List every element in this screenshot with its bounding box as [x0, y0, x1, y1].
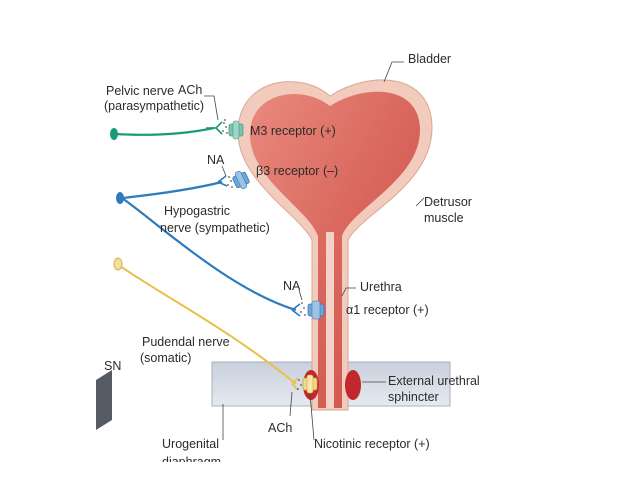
label-sphincter: sphincter — [388, 390, 439, 404]
leader-bladder — [383, 61, 404, 83]
label-urogenital: Urogenital — [162, 437, 219, 451]
na-vesicles-top — [227, 176, 233, 188]
label-b3-receptor: β3 receptor (–) — [256, 164, 338, 178]
pelvic-nerve-terminal — [206, 121, 223, 135]
label-pudendal-type: (somatic) — [140, 351, 191, 365]
pelvic-nerve — [115, 126, 215, 136]
nicotinic-receptor-icon — [302, 374, 318, 394]
leader-nicotinic — [309, 393, 315, 441]
b3-receptor-icon — [232, 170, 250, 190]
hypogastric-nerve-branch-urethra — [121, 197, 297, 312]
m3-receptor-icon — [228, 120, 244, 140]
hypogastric-nerve-soma — [116, 192, 124, 204]
pudendal-nerve — [119, 265, 297, 385]
label-external-sphincter: External urethral — [388, 374, 480, 388]
ach-vesicles-top — [222, 119, 228, 134]
label-na-mid: NA — [283, 279, 301, 293]
na-vesicles-mid — [300, 302, 306, 316]
pudendal-terminal — [291, 377, 299, 391]
label-nicotinic-receptor: Nicotinic receptor (+) — [314, 437, 430, 451]
leader-detrusor — [415, 197, 425, 207]
bottom-crop-mask — [150, 462, 270, 478]
bladder-body — [249, 91, 420, 408]
external-sphincter-right — [345, 370, 361, 400]
label-pelvic-nerve-type: (parasympathetic) — [104, 99, 204, 113]
leader-ach-bottom — [289, 391, 293, 417]
leader-urethra — [341, 287, 356, 297]
urethra-lumen — [326, 232, 334, 408]
pelvic-nerve-soma — [110, 128, 118, 140]
leader-na-mid — [298, 289, 303, 301]
label-ach-bottom: ACh — [268, 421, 292, 435]
label-bladder: Bladder — [408, 52, 451, 66]
label-urethra: Urethra — [360, 280, 402, 294]
sn-edge-shape — [96, 370, 112, 430]
label-pelvic-nerve: Pelvic nerve — [106, 84, 174, 98]
label-a1-receptor: α1 receptor (+) — [346, 303, 429, 317]
hypogastric-nerve-branch-bladder — [121, 180, 223, 200]
label-ach-top: ACh — [178, 83, 202, 97]
pudendal-nerve-soma — [113, 257, 123, 271]
label-sn: SN — [104, 359, 121, 373]
label-na-top: NA — [207, 153, 225, 167]
ach-vesicles-bottom — [297, 379, 302, 390]
a1-receptor-icon — [307, 300, 325, 320]
hypogastric-terminal-urethra — [291, 303, 301, 317]
label-detrusor: Detrusor — [424, 195, 472, 209]
label-m3-receptor: M3 receptor (+) — [250, 124, 336, 138]
label-pudendal-nerve: Pudendal nerve — [142, 335, 230, 349]
label-detrusor-muscle: muscle — [424, 211, 464, 225]
label-hypogastric: Hypogastric — [164, 204, 230, 218]
label-hypogastric-type: nerve (sympathetic) — [160, 221, 270, 235]
leader-ach-top — [204, 95, 219, 121]
leader-na-top — [221, 165, 227, 177]
hypogastric-terminal-bladder — [217, 175, 228, 187]
